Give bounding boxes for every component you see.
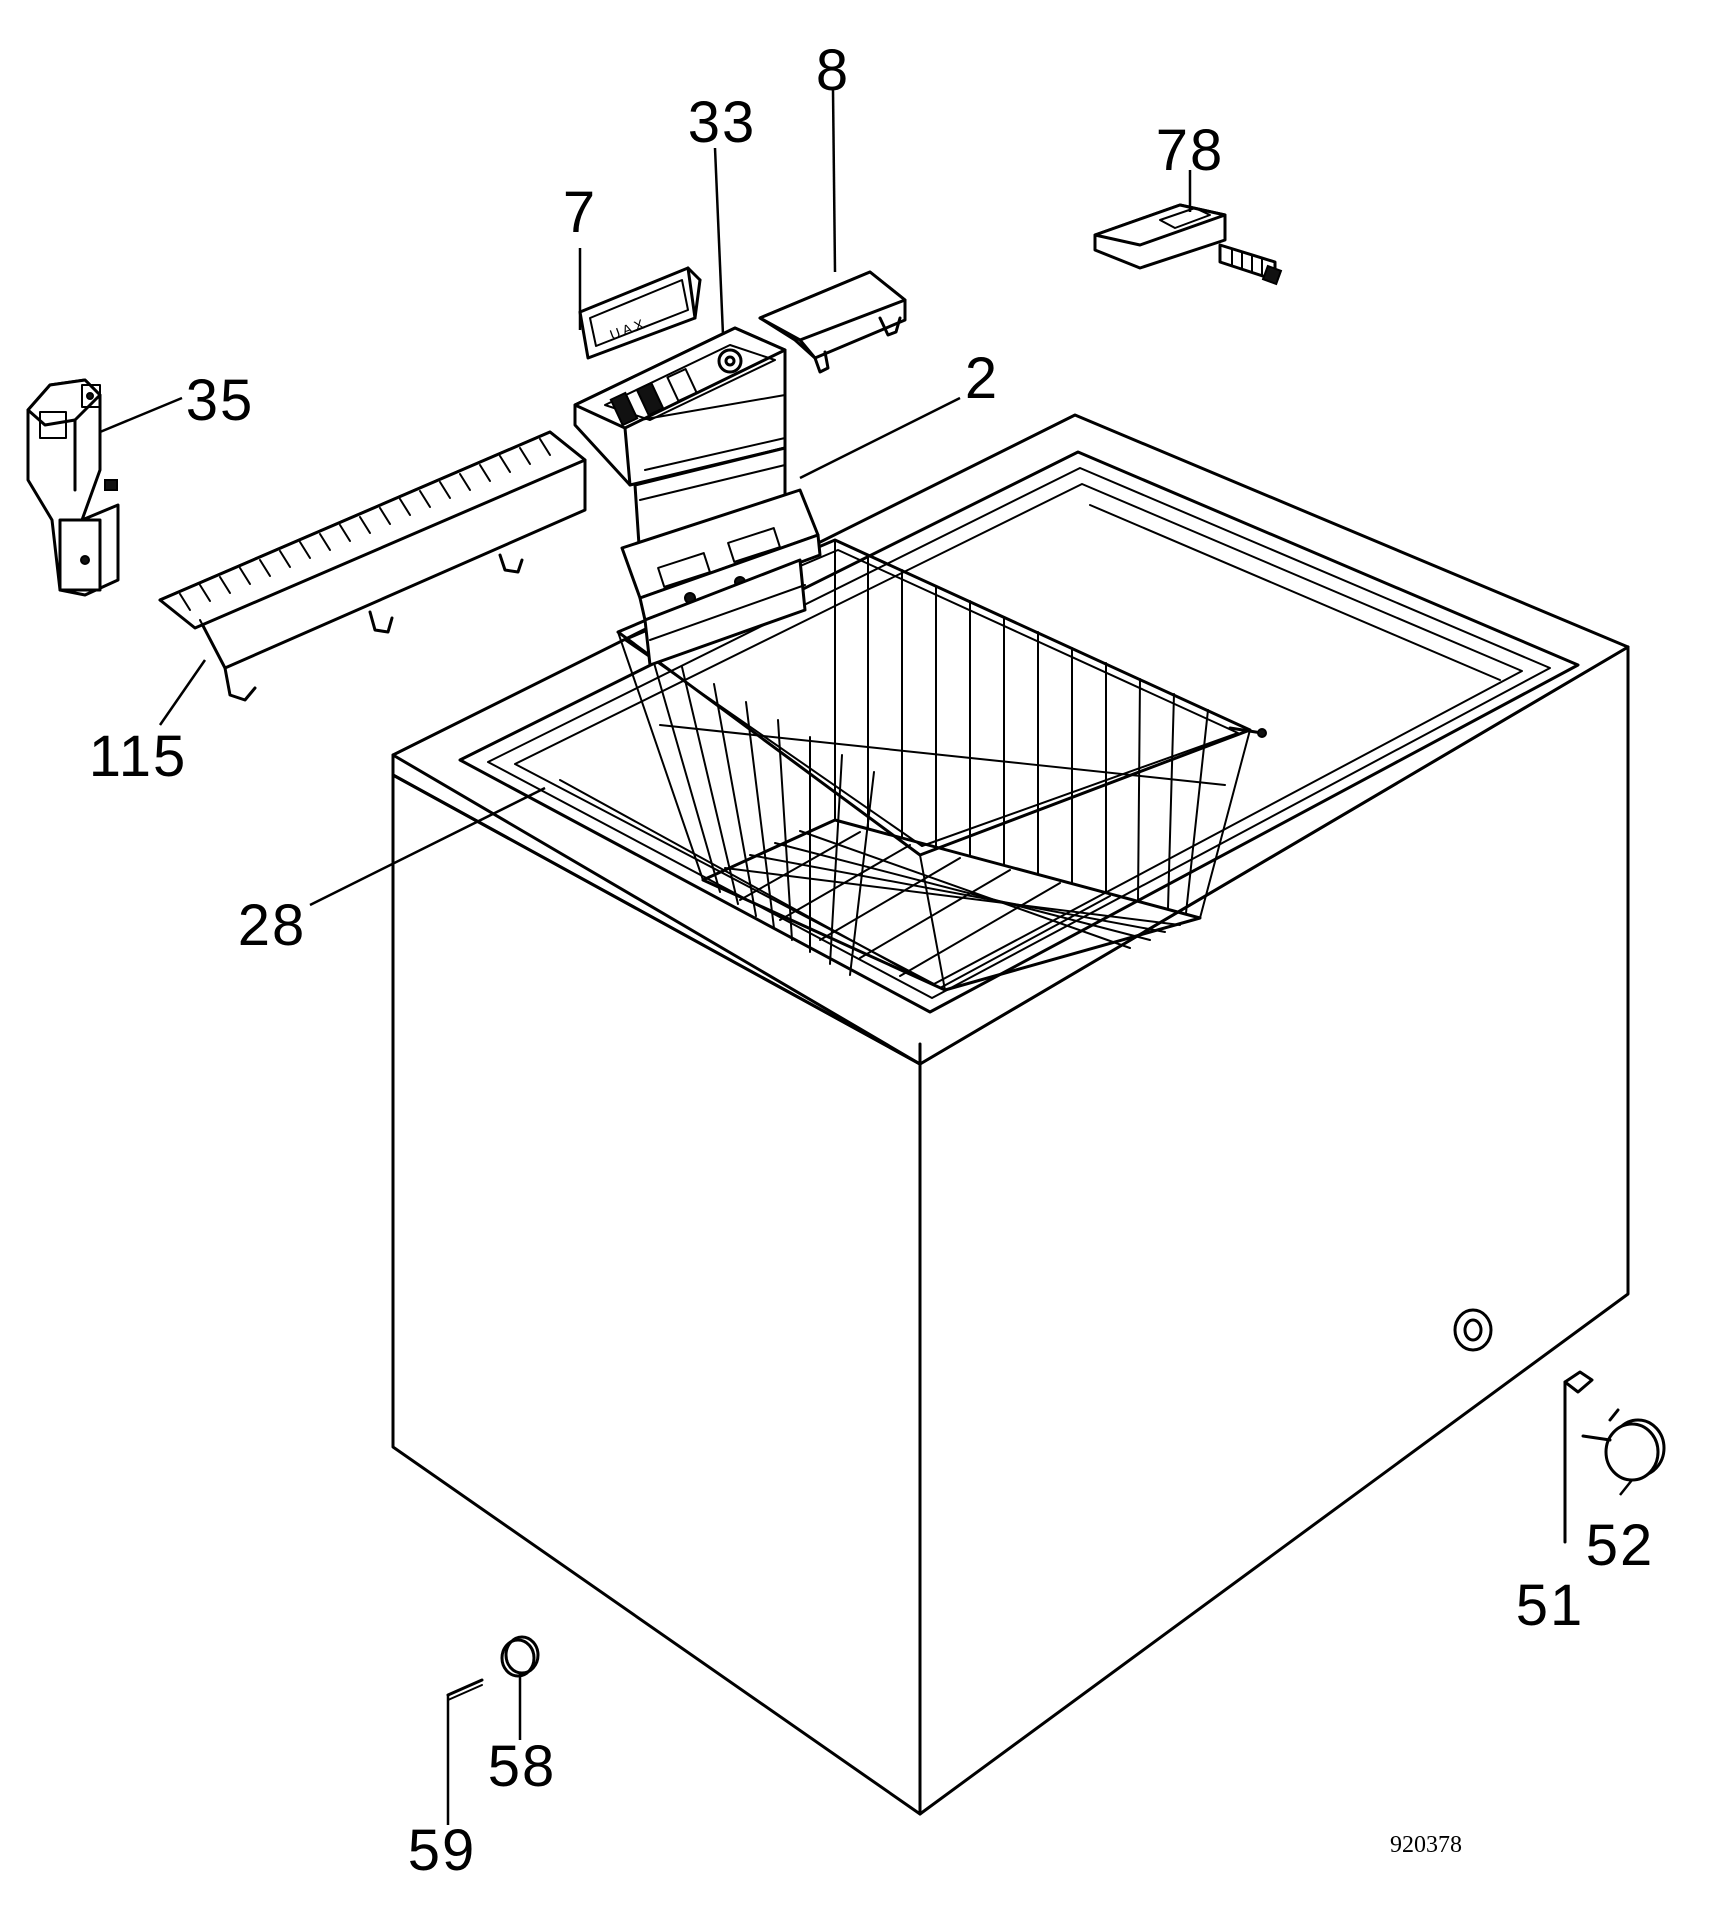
callout-58: 58 <box>488 1734 557 1799</box>
foot-parts <box>446 1635 540 1701</box>
cabinet-opening-inner <box>487 467 1551 999</box>
callout-35: 35 <box>186 368 255 433</box>
callout-28: 28 <box>238 893 307 958</box>
callout-2: 2 <box>965 346 999 411</box>
callout-78: 78 <box>1156 118 1225 183</box>
lock-parts <box>1563 1370 1666 1544</box>
lid-handle <box>158 430 587 702</box>
callout-59: 59 <box>408 1818 477 1883</box>
leader-lines <box>99 89 1633 1825</box>
lid-hinge <box>26 378 120 597</box>
panel-insert: U A X <box>578 266 702 360</box>
callout-52: 52 <box>1586 1513 1655 1578</box>
panel-cover <box>758 270 907 374</box>
callout-33: 33 <box>688 90 757 155</box>
callout-labels: 8 33 7 78 2 35 115 28 52 51 58 59 <box>89 38 1655 1883</box>
callout-51: 51 <box>1516 1573 1585 1638</box>
callout-8: 8 <box>816 38 850 103</box>
cabinet-indicator-ring <box>1453 1308 1493 1352</box>
cabinet-indicator-center <box>1463 1318 1483 1342</box>
freezer-cabinet <box>391 413 1630 1816</box>
callout-7: 7 <box>563 180 597 245</box>
handle-grip-ribs <box>179 438 551 611</box>
ice-scraper <box>1093 203 1283 286</box>
control-panel <box>573 326 787 487</box>
basket-bars <box>649 554 1226 989</box>
lamp-frame <box>620 488 822 667</box>
drawing-number: 920378 <box>1390 1832 1462 1858</box>
callout-115: 115 <box>89 724 187 789</box>
wire-basket <box>616 538 1267 992</box>
